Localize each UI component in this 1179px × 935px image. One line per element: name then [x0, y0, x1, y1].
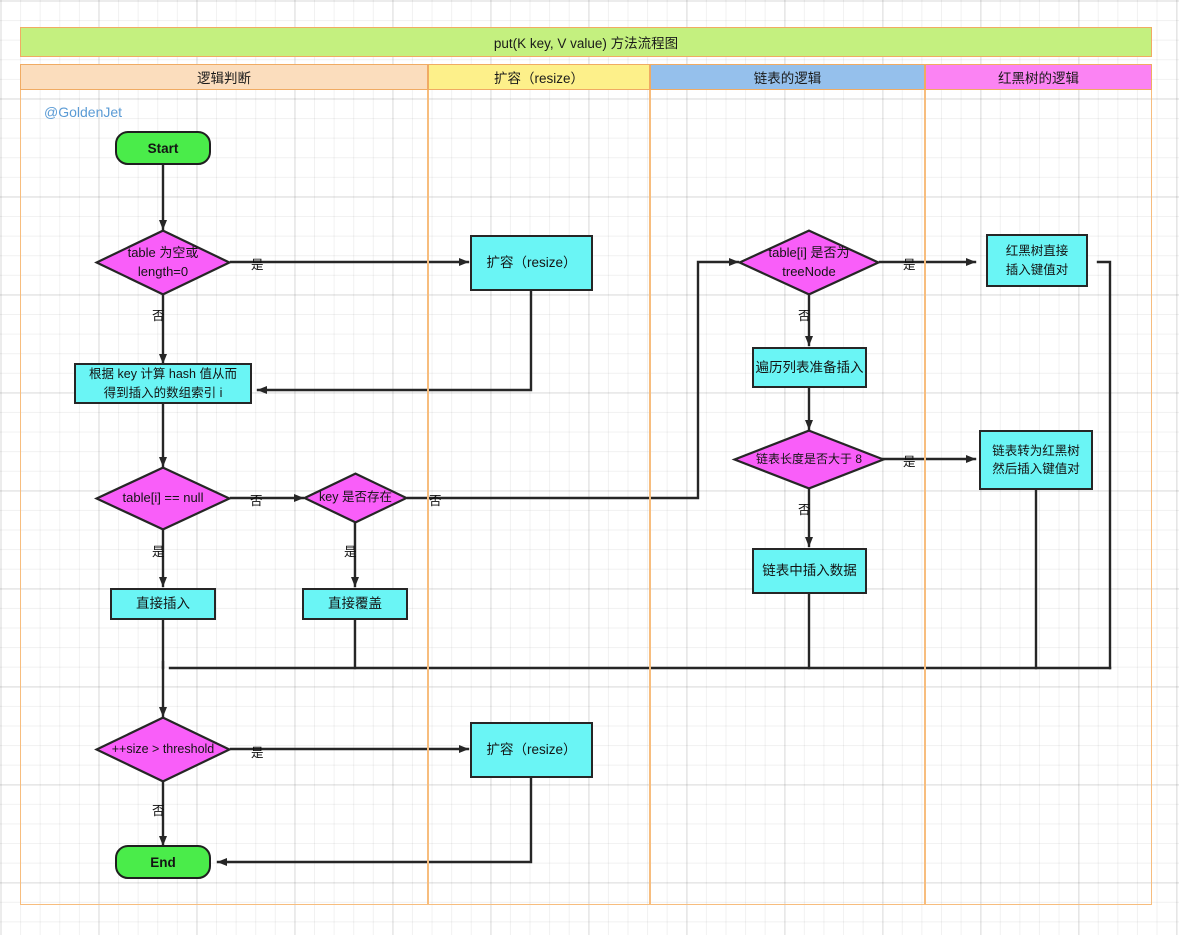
edge-label-text: 是 [903, 455, 916, 469]
node-list-length-gt8[interactable]: 链表长度是否大于 8 [731, 429, 887, 490]
edge-label-treenode-yes: 是 [903, 254, 916, 273]
node-tree-direct-insert-label: 红黑树直接插入键值对 [1005, 244, 1069, 277]
node-start-label: Start [147, 140, 179, 156]
edge-label-treenode-no: 否 [798, 305, 811, 324]
node-direct-overwrite-label: 直接覆盖 [328, 596, 382, 612]
node-end-label: End [150, 854, 176, 870]
edge-label-key-exists-yes: 是 [344, 541, 357, 560]
lane-label-logic: 逻辑判断 [197, 71, 251, 86]
lane-header-logic: 逻辑判断 [20, 64, 428, 90]
node-calc-hash-label: 根据 key 计算 hash 值从而得到插入的数组索引 i [89, 367, 237, 400]
edge-label-text: 否 [798, 503, 811, 517]
node-start[interactable]: Start [115, 131, 211, 165]
edge-label-text: 否 [152, 309, 165, 323]
edge-label-text: 是 [251, 746, 264, 760]
edge-label-text: 否 [429, 494, 442, 508]
edge-label-text: 是 [251, 258, 264, 272]
node-end[interactable]: End [115, 845, 211, 879]
edge-label-text: 是 [344, 545, 357, 559]
edge-label-text: 是 [152, 545, 165, 559]
edge-label-table-empty-no: 否 [152, 305, 165, 324]
lane-label-rbtree: 红黑树的逻辑 [998, 71, 1079, 86]
lane-header-rbtree: 红黑树的逻辑 [925, 64, 1152, 90]
edge-label-table-i-null-yes: 是 [152, 541, 165, 560]
node-table-i-null[interactable]: table[i] == null [93, 466, 233, 531]
lane-body-linkedlist [650, 90, 925, 905]
diagram-title: put(K key, V value) 方法流程图 [493, 36, 679, 51]
lane-header-linkedlist: 链表的逻辑 [650, 64, 925, 90]
lane-header-resize: 扩容（resize） [428, 64, 650, 90]
node-direct-overwrite[interactable]: 直接覆盖 [302, 588, 408, 620]
edge-label-table-i-null-no: 否 [250, 490, 263, 509]
edge-label-size-threshold-yes: 是 [251, 742, 264, 761]
node-size-gt-threshold[interactable]: ++size > threshold [94, 716, 232, 783]
node-traverse-list-label: 遍历列表准备插入 [755, 359, 864, 375]
node-traverse-list[interactable]: 遍历列表准备插入 [752, 347, 867, 388]
lane-label-linkedlist: 链表的逻辑 [753, 71, 822, 86]
lane-label-resize: 扩容（resize） [493, 71, 584, 86]
node-direct-insert-label: 直接插入 [136, 596, 190, 612]
node-resize-top[interactable]: 扩容（resize） [470, 235, 593, 291]
edge-label-list-len-no: 否 [798, 499, 811, 518]
node-key-exists[interactable]: key 是否存在 [302, 472, 409, 524]
node-resize-bottom[interactable]: 扩容（resize） [470, 722, 593, 778]
node-direct-insert[interactable]: 直接插入 [110, 588, 216, 620]
node-calc-hash[interactable]: 根据 key 计算 hash 值从而得到插入的数组索引 i [74, 363, 252, 404]
node-insert-into-list-label: 链表中插入数据 [762, 563, 857, 579]
edge-label-table-empty-yes: 是 [251, 254, 264, 273]
diagram-title-bar: put(K key, V value) 方法流程图 [20, 27, 1152, 57]
edge-label-text: 是 [903, 258, 916, 272]
edge-label-text: 否 [152, 804, 165, 818]
node-resize-top-label: 扩容（resize） [486, 255, 577, 271]
lane-body-rbtree [925, 90, 1152, 905]
node-list-to-tree-label: 链表转为红黑树然后插入键值对 [992, 443, 1080, 476]
edge-label-list-len-yes: 是 [903, 451, 916, 470]
edge-label-key-exists-no: 否 [429, 490, 442, 509]
node-insert-into-list[interactable]: 链表中插入数据 [752, 548, 867, 594]
edge-label-text: 否 [250, 494, 263, 508]
lane-body-resize [428, 90, 650, 905]
edge-label-text: 否 [798, 309, 811, 323]
lane-body-logic [20, 90, 428, 905]
edge-label-size-threshold-no: 否 [152, 800, 165, 819]
node-resize-bottom-label: 扩容（resize） [486, 742, 577, 758]
node-list-to-tree[interactable]: 链表转为红黑树然后插入键值对 [979, 430, 1093, 490]
node-tree-direct-insert[interactable]: 红黑树直接插入键值对 [986, 234, 1088, 287]
watermark: @GoldenJet [44, 104, 123, 120]
